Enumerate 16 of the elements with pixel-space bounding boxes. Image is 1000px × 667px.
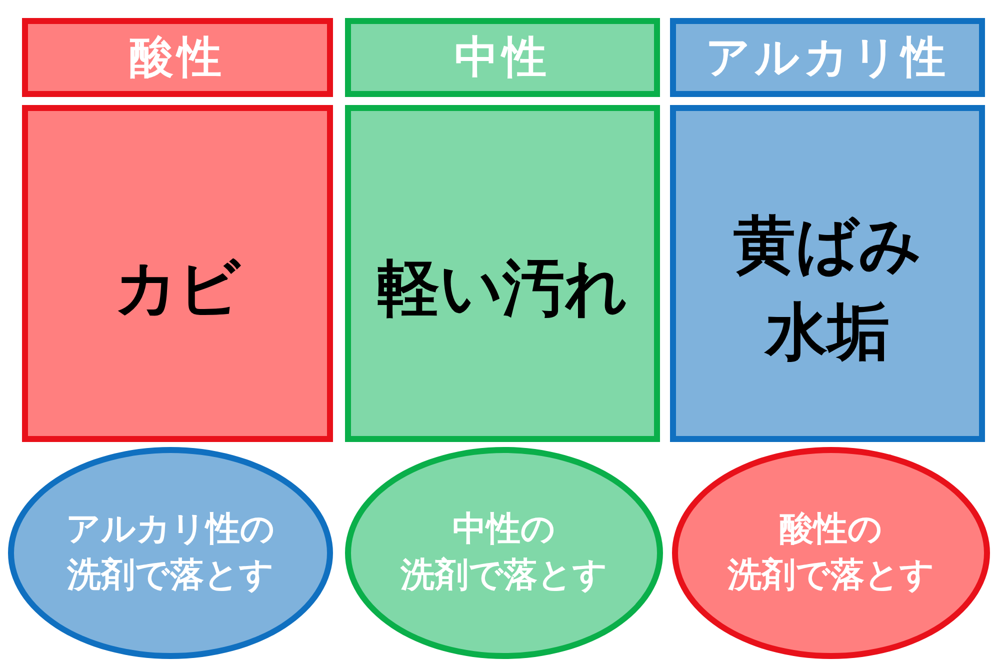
- stain-panel: [22, 105, 333, 442]
- category-header: [345, 18, 660, 97]
- header-text: アルカリ性: [706, 31, 950, 85]
- stain-label: 軽い汚れ: [378, 250, 628, 326]
- detergent-text: アルカリ性の洗剤で落とす: [66, 508, 275, 597]
- stain-label: 水垢: [766, 294, 890, 370]
- category-header: [670, 18, 985, 97]
- stain-label: カビ: [114, 250, 240, 326]
- stain-panel: [670, 105, 985, 442]
- detergent-text: 酸性の洗剤で落とす: [728, 508, 934, 597]
- stain-panel: [345, 105, 660, 442]
- detergent-text: 中性の洗剤で落とす: [400, 508, 608, 597]
- header-text: 酸性: [130, 31, 226, 85]
- stain-label: 黄ばみ: [734, 206, 922, 283]
- category-header: [22, 18, 333, 97]
- header-text: 中性: [454, 31, 550, 85]
